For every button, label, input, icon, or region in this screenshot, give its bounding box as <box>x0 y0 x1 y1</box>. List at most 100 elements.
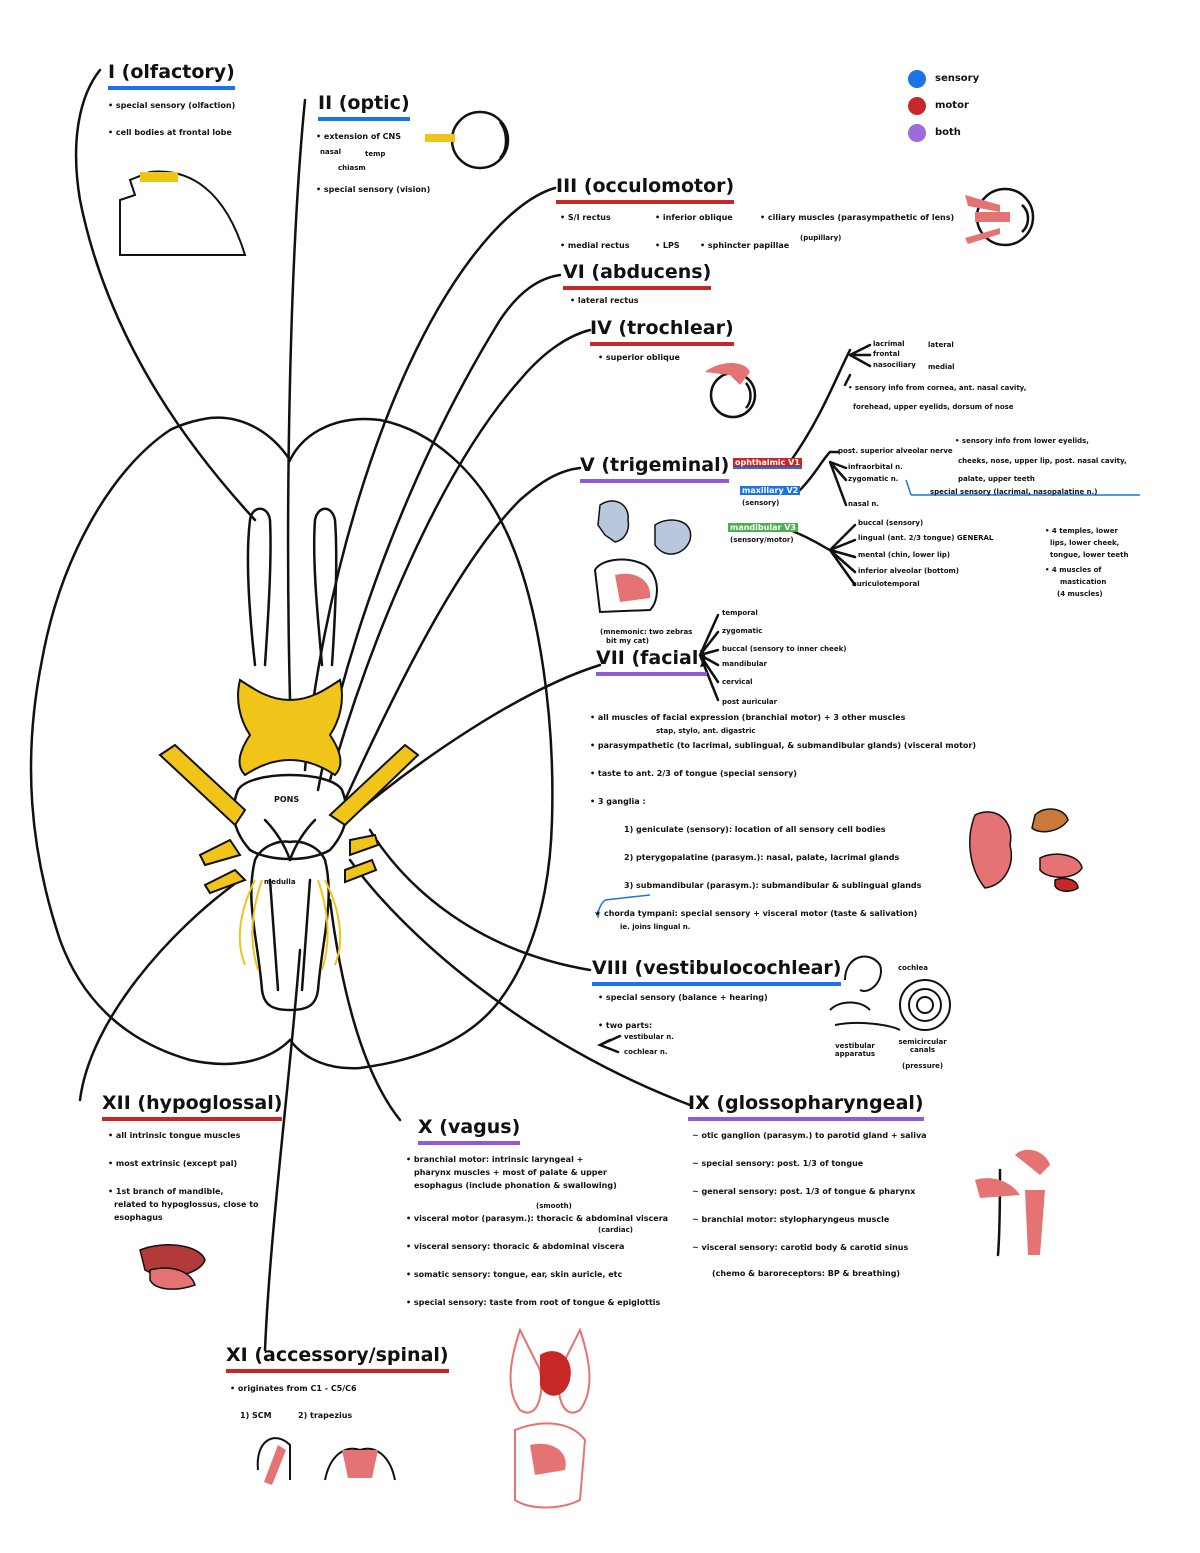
cn7-title: VII (facial) <box>596 647 708 676</box>
cn12-item-2: • most extrinsic (except pal) <box>108 1159 238 1168</box>
cn5-v3-branch-5: auriculotemporal <box>852 580 920 588</box>
leader-cn2 <box>286 98 307 702</box>
cn7-branch-6: post auricular <box>722 698 778 706</box>
pons-label: PONS <box>274 795 300 804</box>
cn5-v1-side-1: lateral <box>928 341 954 349</box>
cn5-v3-note-2: lips, lower cheek, <box>1050 539 1120 547</box>
cn7-item-1: • all muscles of facial expression (bran… <box>590 713 906 722</box>
cn8-item-1: • special sensory (balance + hearing) <box>598 993 768 1002</box>
legend-label-both: both <box>935 127 961 138</box>
cn5-v3-branch-2: lingual (ant. 2/3 tongue) GENERAL <box>858 534 994 542</box>
cn10-item-4: • visceral motor (parasym.): thoracic & … <box>406 1214 669 1223</box>
cn5-v2-note-1: • sensory info from lower eyelids, <box>955 437 1089 445</box>
cn3-r1-1: • S/I rectus <box>560 213 611 222</box>
leader-cn1 <box>74 68 257 522</box>
cn5-v2-note-3: palate, upper teeth <box>958 475 1035 483</box>
cn7-pre-1: (mnemonic: two zebras <box>600 628 693 636</box>
olfactory-bulb-left <box>246 507 272 667</box>
cn5-v3-branch-1: buccal (sensory) <box>858 519 924 527</box>
cn7-chorda-2: ie. joins lingual n. <box>620 923 691 931</box>
cn5-title: V (trigeminal) <box>580 454 730 483</box>
cn7-ganglion-3: 3) submandibular (parasym.): submandibul… <box>624 881 922 890</box>
leader-cn6 <box>316 273 562 792</box>
cn8-label-semi-2: (pressure) <box>902 1062 944 1070</box>
cn11-muscle-1: 1) SCM <box>240 1411 272 1420</box>
cn8-label-vestibular: vestibular apparatus <box>834 1042 876 1059</box>
cn10-item-3: esophagus (include phonation & swallowin… <box>414 1181 617 1190</box>
cn1-item-2: • cell bodies at frontal lobe <box>108 128 232 137</box>
cn5-v3-sublabel: (sensory/motor) <box>730 536 794 544</box>
cn3-r2-1: • medial rectus <box>560 241 630 250</box>
cn11-item-1: • originates from C1 - C5/C6 <box>230 1384 357 1393</box>
brainstem <box>250 840 330 1012</box>
trigeminal-root-left <box>158 743 247 827</box>
medulla-label: medulla <box>264 878 296 886</box>
cn9-item-4: ~ branchial motor: stylopharyngeus muscl… <box>692 1215 890 1224</box>
cn12-item-1: • all intrinsic tongue muscles <box>108 1131 241 1140</box>
cn5-v2-special: special sensory (lacrimal, nasopalatine … <box>930 488 1098 496</box>
cn11-title: XI (accessory/spinal) <box>226 1344 449 1373</box>
cn6-item-1: • lateral rectus <box>570 296 639 305</box>
cn12-item-4: related to hypoglossus, close to <box>114 1200 259 1209</box>
legend-label-motor: motor <box>935 100 969 111</box>
cn7-item-4: • 3 ganglia : <box>590 797 646 806</box>
cn5-v2-note-2: cheeks, nose, upper lip, post. nasal cav… <box>958 457 1127 465</box>
cn3-r1-2: • inferior oblique <box>655 213 733 222</box>
legend-label-sensory: sensory <box>935 73 980 84</box>
cn5-v3-note-1: • 4 temples, lower <box>1045 527 1118 535</box>
cn7-item-3: • taste to ant. 2/3 of tongue (special s… <box>590 769 797 778</box>
cn7-chorda-1: ★ chorda tympani: special sensory + visc… <box>594 909 918 918</box>
cn7-branch-4: mandibular <box>722 660 767 668</box>
cn5-v1-side-2: medial <box>928 363 955 371</box>
cn1-title: I (olfactory) <box>108 61 235 90</box>
cn2-item-1: • extension of CNS <box>316 132 401 141</box>
olfactory-bulb-right <box>312 507 338 667</box>
cn5-v2-branch-1: post. superior alveolar nerve <box>838 447 953 455</box>
cn12-item-5: esophagus <box>114 1213 163 1222</box>
legend-dot-sensory <box>908 70 926 88</box>
cn2-chiasm-bottom: chiasm <box>338 164 366 172</box>
cn5-v3-branch-4: inferior alveolar (bottom) <box>858 567 959 575</box>
cn3-title: III (occulomotor) <box>556 175 735 204</box>
optic-chiasm <box>237 678 343 777</box>
trigeminal-root-right <box>328 743 420 827</box>
leader-cn3 <box>303 186 557 772</box>
cn10-item-7: • special sensory: taste from root of to… <box>406 1298 661 1307</box>
cn2-chiasm-nasal: nasal <box>320 148 341 156</box>
leader-cn8 <box>368 828 592 972</box>
cn7-branch-2: zygomatic <box>722 627 763 635</box>
leader-cn9 <box>348 858 692 1107</box>
cn12-title: XII (hypoglossal) <box>102 1092 283 1121</box>
cn3-r1-3: • ciliary muscles (parasympathetic of le… <box>760 213 955 222</box>
leader-cn10 <box>328 898 402 1122</box>
cn7-sub-note: stap, stylo, ant. digastric <box>656 727 756 735</box>
leader-cn11 <box>263 948 302 1352</box>
cn2-title: II (optic) <box>318 92 410 121</box>
legend-dot-both <box>908 124 926 142</box>
cn9-last: (chemo & baroreceptors: BP & breathing) <box>712 1269 901 1278</box>
cn10-item-6: • somatic sensory: tongue, ear, skin aur… <box>406 1270 623 1279</box>
cn10-note-2: (cardiac) <box>598 1226 634 1234</box>
cn10-note-1: (smooth) <box>536 1202 572 1210</box>
cn5-v3-branch-3: mental (chin, lower lip) <box>858 551 951 559</box>
pons <box>232 773 348 861</box>
cn5-v1-label: ophthalmic V1 <box>733 458 802 469</box>
cn5-v2-branch-4: nasal n. <box>848 500 880 508</box>
cn6-title: VI (abducens) <box>563 261 712 290</box>
cn8-title: VIII (vestibulocochlear) <box>592 957 842 986</box>
leader-cn5 <box>343 466 582 802</box>
cn7-branch-3: buccal (sensory to inner cheek) <box>722 645 847 653</box>
leader-cn12 <box>78 878 242 1102</box>
cn3-note: (pupillary) <box>800 234 842 242</box>
cn5-v3-note-6: (4 muscles) <box>1057 590 1103 598</box>
cn3-r2-2: • LPS <box>655 241 680 250</box>
cn8-label-cochlea: cochlea <box>898 964 928 972</box>
cn1-item-1: • special sensory (olfaction) <box>108 101 236 110</box>
cn5-v3-note-4: • 4 muscles of <box>1045 566 1102 574</box>
cn5-v1-branch-3: nasociliary <box>873 361 916 369</box>
cn9-title: IX (glossopharyngeal) <box>688 1092 924 1121</box>
cn9-item-1: ~ otic ganglion (parasym.) to parotid gl… <box>692 1131 927 1140</box>
cn10-title: X (vagus) <box>418 1116 521 1145</box>
cn7-branch-1: temporal <box>722 609 758 617</box>
cn5-v2-label: maxillary V2 <box>740 486 801 495</box>
